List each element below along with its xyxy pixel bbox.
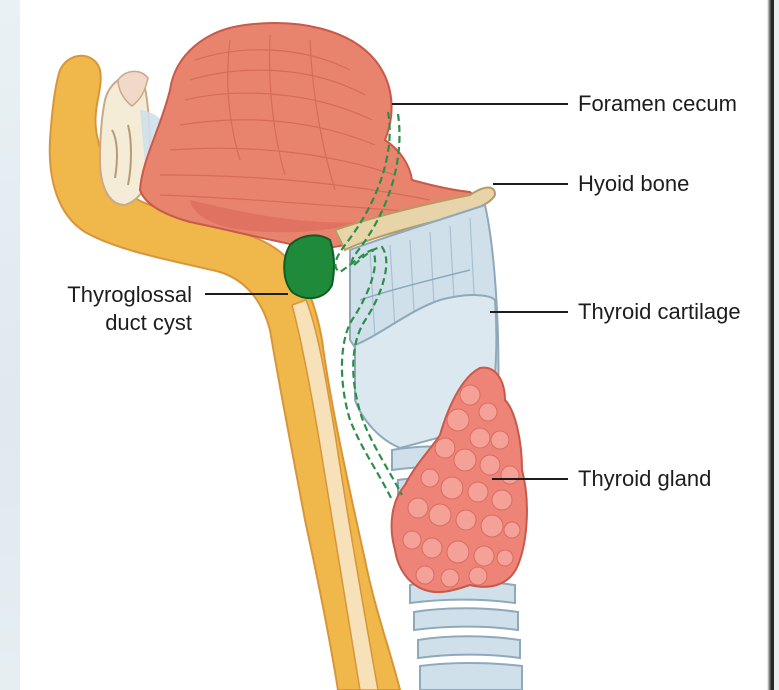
label-thyroid-gland: Thyroid gland: [578, 466, 711, 492]
label-foramen-cecum: Foramen cecum: [578, 91, 737, 117]
label-thyroglossal-duct-cyst-line1: Thyroglossal: [42, 282, 192, 308]
label-hyoid-bone: Hyoid bone: [578, 171, 689, 197]
label-thyroglossal-duct-cyst-line2: duct cyst: [42, 310, 192, 336]
thyroglossal-duct-cyst: [284, 235, 334, 298]
label-thyroid-cartilage: Thyroid cartilage: [578, 299, 741, 325]
right-border-edge: [774, 0, 779, 690]
